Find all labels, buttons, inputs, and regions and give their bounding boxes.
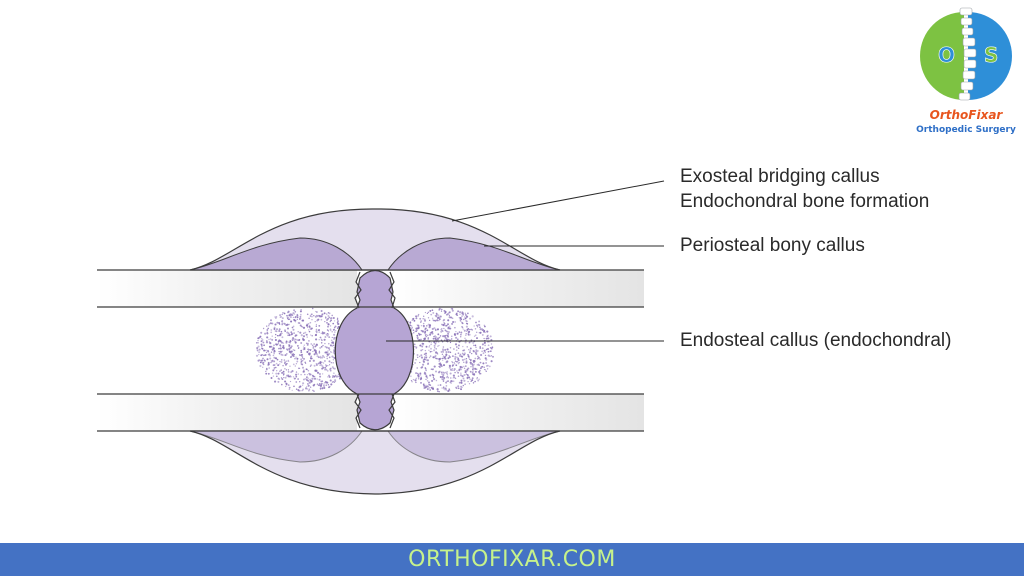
label-periosteal-bony-callus: Periosteal bony callus [680,235,865,256]
logo-emblem: O S [920,7,1012,101]
label-endosteal-callus: Endosteal callus (endochondral) [680,330,952,351]
footer-bar: ORTHOFIXAR.COM [0,543,1024,576]
orthofixar-logo: O S OrthoFixar Orthopedic Surgery [912,4,1020,140]
logo-letter-left: O [938,43,955,67]
periosteal-callus-top-right [387,237,561,271]
fracture-line-left-upper [354,271,362,309]
lower-cortex-left [97,394,357,431]
fracture-line-left-lower [354,393,362,429]
label-endochondral-bone-formation: Endochondral bone formation [680,191,930,212]
endosteal-dotted-callus [255,307,494,393]
fracture-healing-diagram [97,180,665,495]
upper-cortex-right [392,270,644,307]
periosteal-callus-bottom-right [387,430,561,463]
label-exosteal-bridging-callus: Exosteal bridging callus [680,166,880,187]
periosteal-callus-bottom-left [189,430,363,463]
logo-name: OrthoFixar [929,108,1003,122]
periosteal-callus-top-left [189,237,363,271]
fracture-line-right-lower [388,393,396,429]
lower-cortex-right [392,394,644,431]
logo-subtitle: Orthopedic Surgery [916,125,1016,135]
endosteal-callus [334,269,414,431]
fracture-line-right-upper [388,271,396,309]
logo-letter-right: S [984,43,998,67]
footer-website-link[interactable]: ORTHOFIXAR.COM [408,547,616,572]
upper-cortex-left [97,270,357,307]
leader-exosteal [451,180,665,222]
